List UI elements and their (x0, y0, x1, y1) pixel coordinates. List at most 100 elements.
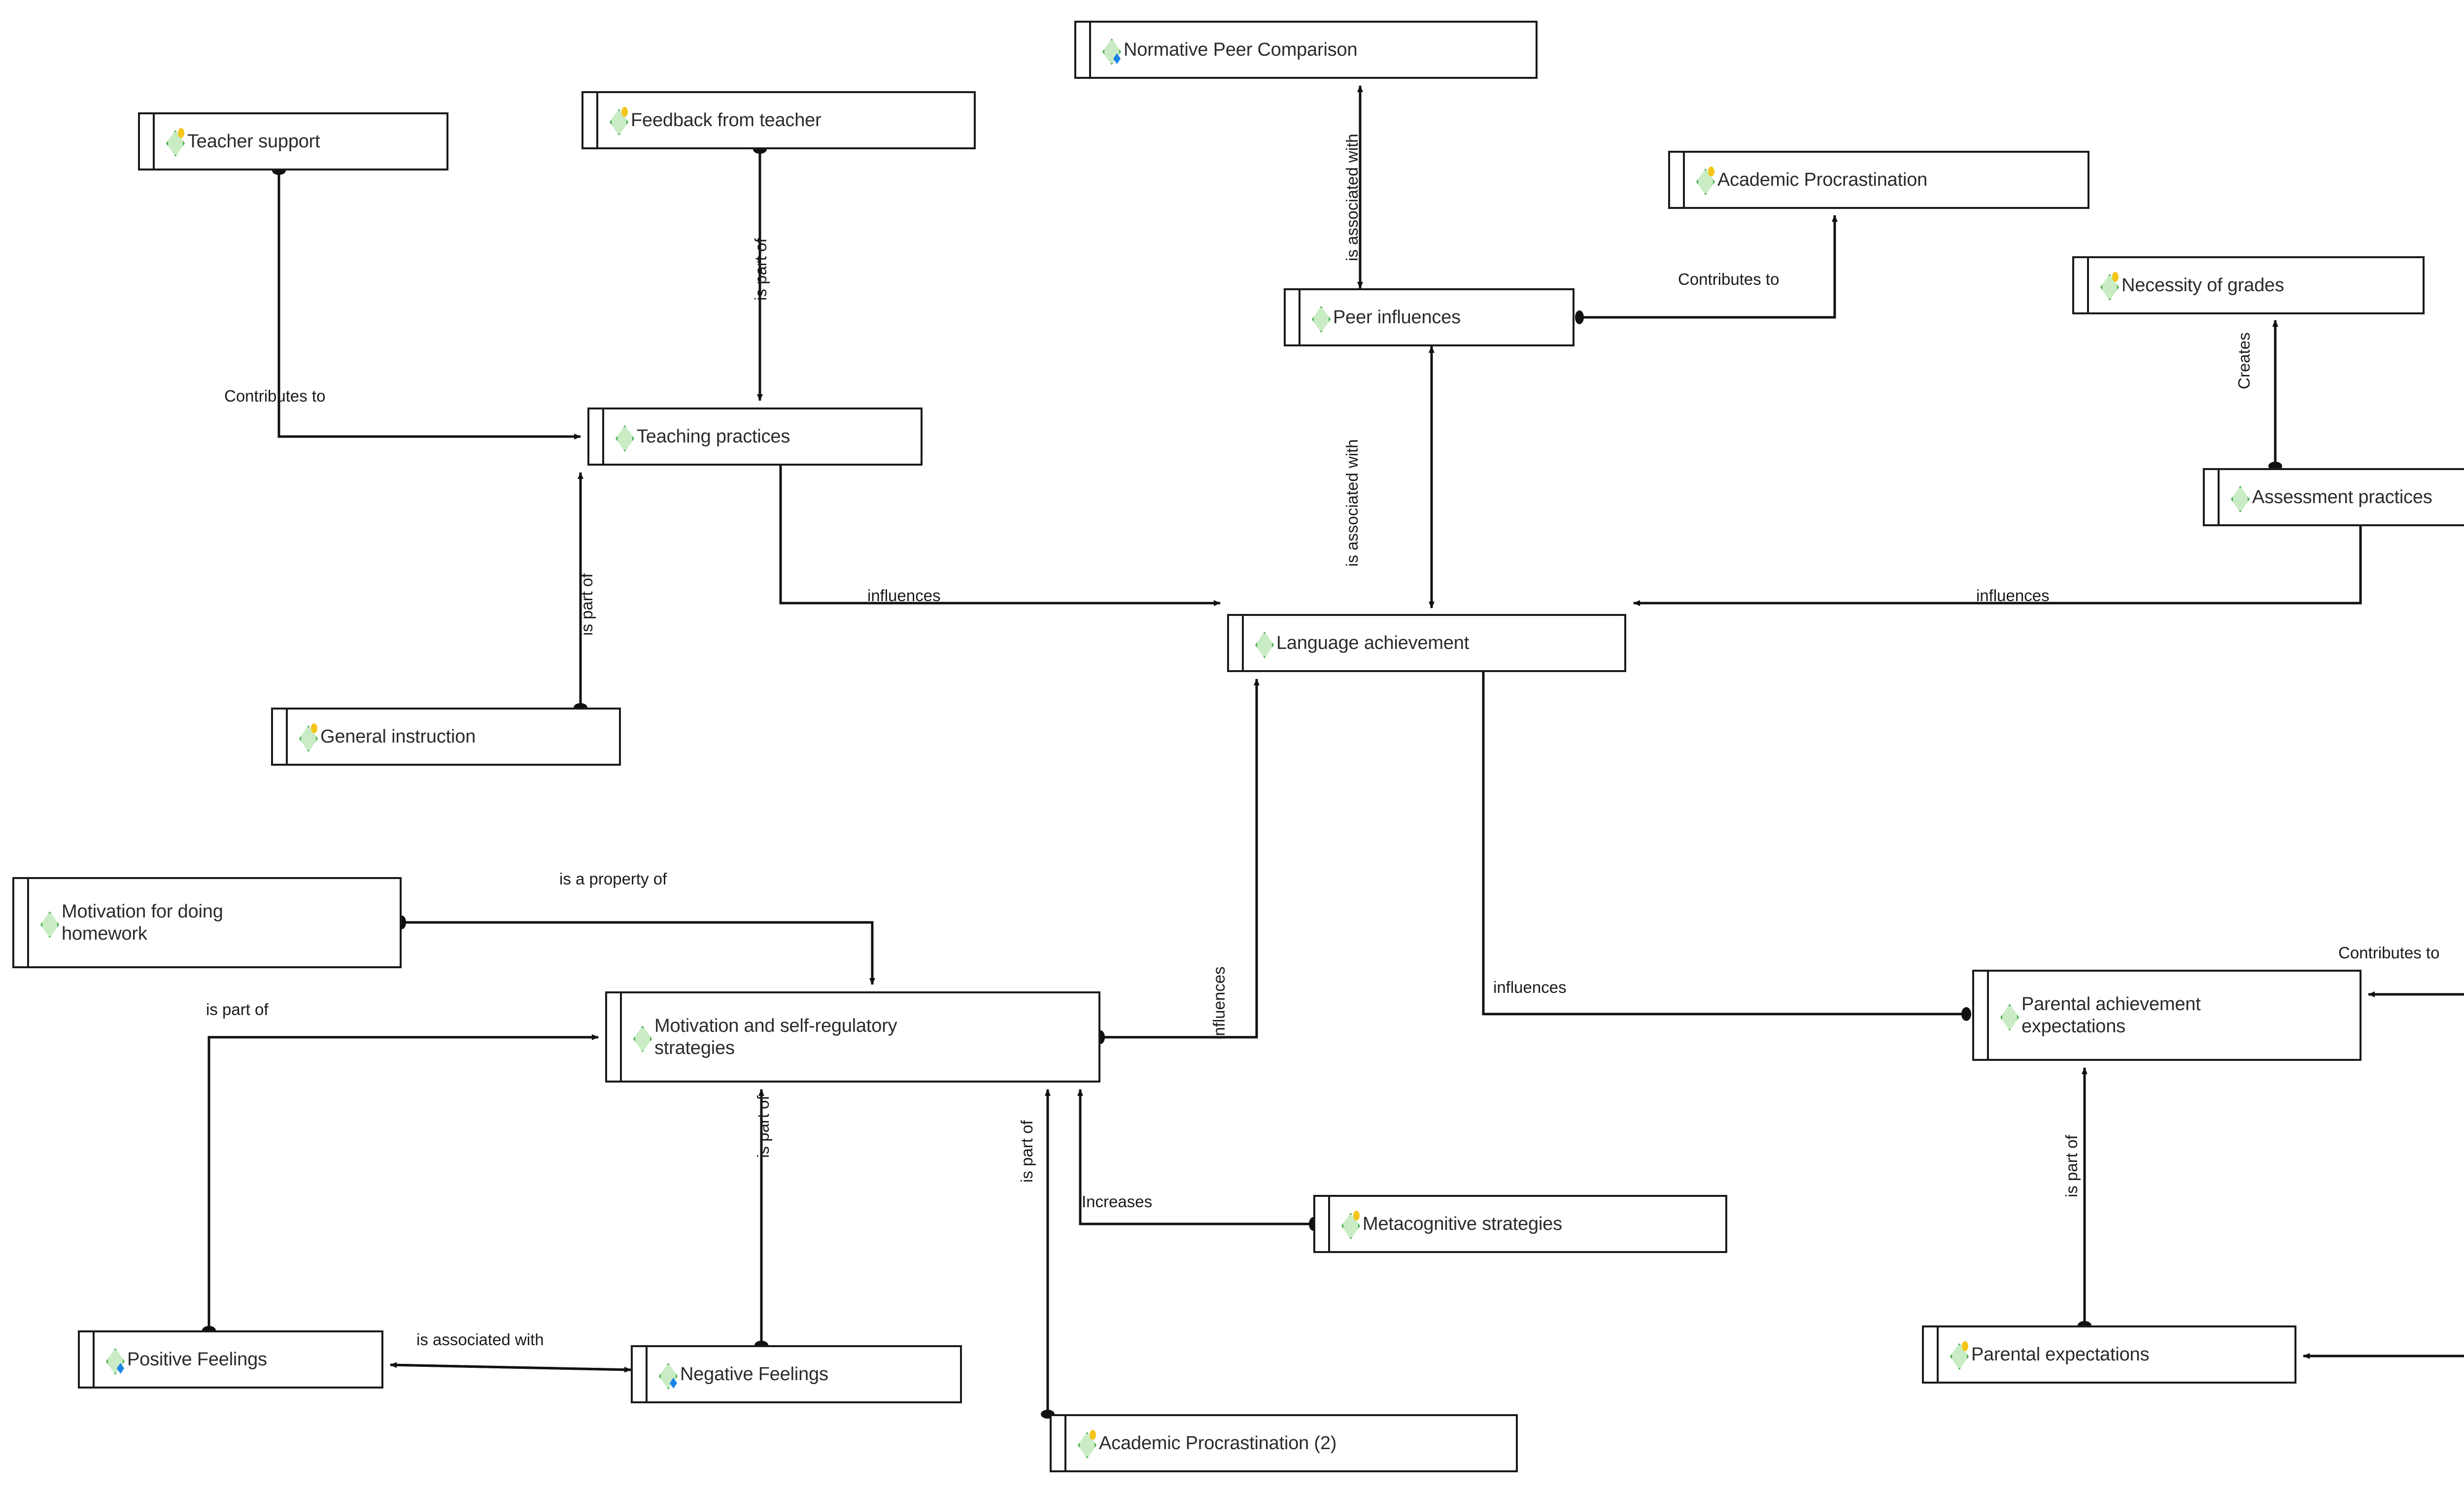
edge-positive-feelings-motivation-strategies (202, 1034, 599, 1335)
node-body: Necessity of grades (2089, 258, 2423, 312)
concept-diamond-icon (1693, 167, 1715, 195)
node-body: Teacher support (155, 114, 446, 169)
node-tab (583, 93, 598, 147)
node-tab (1076, 23, 1091, 77)
node-tab (1315, 1197, 1330, 1251)
node-body: Academic Procrastination (2) (1066, 1416, 1516, 1470)
edge-parental-emotional-parental-expectations (2303, 1353, 2464, 1359)
edge-label-lbl-isa-part-feedback: is part of (752, 238, 770, 301)
concept-node-label: Parental achievement expectations (2021, 993, 2201, 1037)
edge-label-lbl-increases: Increases (1082, 1192, 1153, 1211)
edge-label-lbl-contributes-to-parental: Contributes to (2338, 944, 2440, 962)
node-tab (14, 879, 29, 966)
yellow-marker-icon (2112, 272, 2119, 282)
concept-node-negative-feelings[interactable]: Negative Feelings (631, 1345, 962, 1403)
node-body: Feedback from teacher (598, 93, 974, 147)
yellow-marker-icon (1962, 1341, 1968, 1351)
concept-diamond-icon (606, 107, 629, 136)
node-body: Motivation and self-regulatory strategie… (622, 993, 1098, 1081)
edge-teacher-support-teaching-practices (272, 166, 581, 440)
edge-label-lbl-isa-assoc-normative: is associated with (1343, 134, 1361, 261)
concept-node-label: Metacognitive strategies (1363, 1213, 1562, 1234)
concept-node-teacher-support[interactable]: Teacher support (138, 112, 448, 170)
concept-diamond-icon (163, 128, 185, 157)
concept-node-positive-feelings[interactable]: Positive Feelings (78, 1330, 383, 1389)
concept-diamond-icon (2227, 484, 2250, 512)
concept-diamond-icon (1099, 36, 1122, 65)
yellow-marker-icon (1353, 1211, 1360, 1221)
concept-node-motivation-for-doing-homework[interactable]: Motivation for doing homework (12, 877, 402, 968)
concept-node-feedback-from-teacher[interactable]: Feedback from teacher (582, 91, 976, 149)
concept-node-label: Academic Procrastination (2) (1099, 1432, 1337, 1454)
concept-node-label: Assessment practices (2252, 486, 2432, 508)
concept-diamond-icon (1947, 1341, 1969, 1370)
node-tab (633, 1347, 648, 1401)
concept-node-label: Academic Procrastination (1717, 169, 1928, 190)
node-body: Teaching practices (604, 409, 921, 464)
edge-teaching-practices-language-achievement (779, 466, 1221, 606)
concept-node-necessity-of-grades[interactable]: Necessity of grades (2072, 256, 2425, 314)
concept-node-general-instruction[interactable]: General instruction (271, 708, 621, 766)
concept-diamond-icon (1338, 1211, 1361, 1239)
concept-node-assessment-practices[interactable]: Assessment practices (2203, 468, 2464, 526)
edge-label-lbl-isa-assoc-posneg: is associated with (416, 1330, 544, 1349)
node-tab (1229, 616, 1244, 670)
blue-marker-icon (1113, 53, 1121, 64)
node-tab (1974, 972, 1989, 1059)
edge-label-lbl-influences-parental: influences (1493, 978, 1567, 996)
node-body: Peer influences (1300, 290, 1573, 344)
edge-label-lbl-isa-part-general: is part of (578, 573, 596, 636)
edge-label-lbl-influences-motiv: influences (1210, 966, 1228, 1040)
edge-negative-feelings-positive-feelings (390, 1363, 631, 1373)
concept-node-normative-peer-comparison[interactable]: Normative Peer Comparison (1074, 21, 1538, 79)
edge-label-lbl-contributes-to-teaching: Contributes to (224, 387, 326, 405)
node-tab (1286, 290, 1300, 344)
node-body: Normative Peer Comparison (1091, 23, 1536, 77)
edge-label-lbl-isa-part-acadproc2: is part of (1018, 1120, 1036, 1183)
concept-diamond-icon (1252, 630, 1274, 658)
concept-node-metacognitive-strategies[interactable]: Metacognitive strategies (1313, 1195, 1727, 1253)
node-tab (1670, 153, 1685, 207)
edge-metacognitive-motivation-strategies (1077, 1089, 1318, 1231)
concept-diamond-icon (1074, 1430, 1097, 1458)
yellow-marker-icon (1090, 1430, 1096, 1440)
concept-diamond-icon (655, 1361, 678, 1390)
concept-node-label: Necessity of grades (2122, 274, 2284, 296)
concept-node-label: Motivation and self-regulatory strategie… (654, 1015, 897, 1058)
concept-node-label: General instruction (320, 726, 476, 747)
concept-diamond-icon (1997, 1002, 2019, 1031)
concept-node-label: Positive Feelings (127, 1349, 267, 1370)
yellow-marker-icon (621, 107, 628, 117)
concept-node-motivation-and-self-regulatory-strategies[interactable]: Motivation and self-regulatory strategie… (605, 991, 1100, 1083)
edge-peer-influences-academic-procrastination (1575, 215, 1838, 324)
concept-node-language-achievement[interactable]: Language achievement (1227, 614, 1626, 672)
node-tab (1052, 1416, 1066, 1470)
node-body: Metacognitive strategies (1330, 1197, 1725, 1251)
concept-node-teaching-practices[interactable]: Teaching practices (587, 407, 923, 466)
edge-motivation-strategies-language-achievement (1096, 678, 1260, 1044)
yellow-marker-icon (1708, 167, 1714, 176)
concept-node-peer-influences[interactable]: Peer influences (1284, 288, 1574, 346)
node-body: Parental expectations (1939, 1327, 2294, 1382)
concept-diamond-icon (2097, 272, 2120, 301)
edge-label-lbl-influences-assessment: influences (1976, 586, 2050, 605)
node-body: Negative Feelings (648, 1347, 960, 1401)
yellow-marker-icon (178, 128, 184, 138)
concept-node-parental-expectations[interactable]: Parental expectations (1922, 1325, 2296, 1384)
node-tab (2074, 258, 2089, 312)
edge-label-lbl-contributes-to-acadproc: Contributes to (1678, 270, 1780, 288)
edge-language-achievement-parental-expectations (1482, 672, 1971, 1021)
node-body: Motivation for doing homework (29, 879, 400, 966)
concept-node-parental-achievement-expectations[interactable]: Parental achievement expectations (1972, 970, 2361, 1061)
node-body: Language achievement (1244, 616, 1624, 670)
node-body: Assessment practices (2220, 470, 2464, 524)
concept-node-academic-procrastination[interactable]: Academic Procrastination (1668, 151, 2089, 209)
node-tab (1924, 1327, 1939, 1382)
concept-node-label: Normative Peer Comparison (1124, 39, 1358, 60)
blue-marker-icon (117, 1363, 124, 1374)
concept-node-academic-procrastination-2[interactable]: Academic Procrastination (2) (1050, 1414, 1518, 1472)
edge-label-lbl-is-a-property-of-motiv: is a property of (559, 870, 667, 888)
concept-node-label: Parental expectations (1971, 1344, 2150, 1365)
concept-diamond-icon (612, 423, 635, 452)
